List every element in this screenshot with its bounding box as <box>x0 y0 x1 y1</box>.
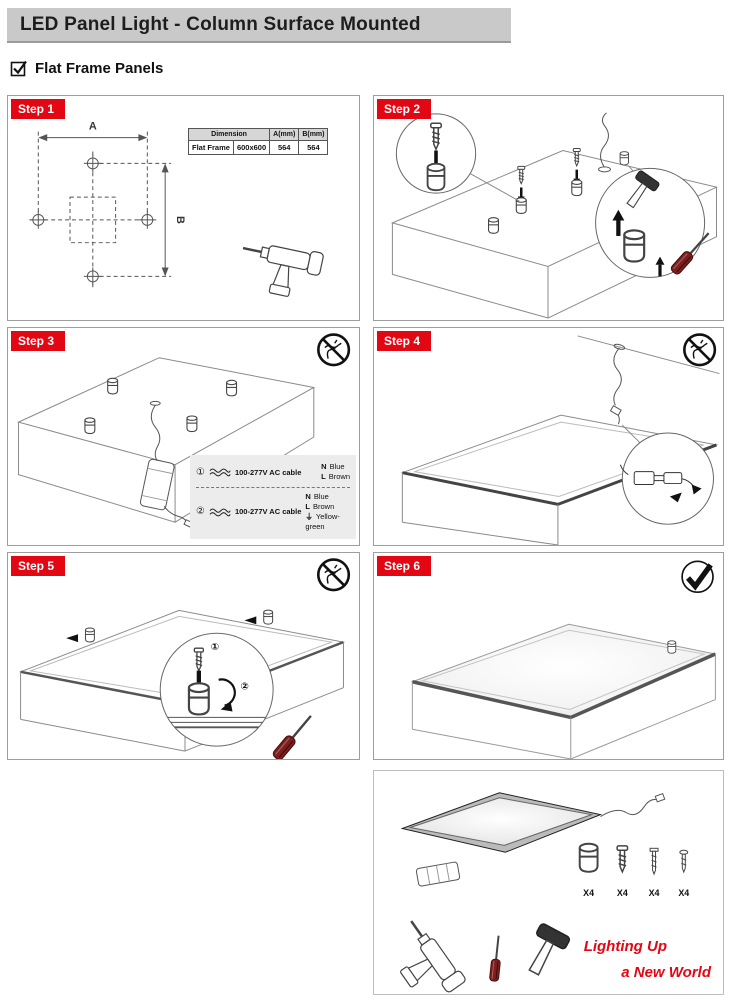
checkbox-icon <box>10 60 27 77</box>
cable-connector <box>654 792 666 803</box>
count-anchor: X4 <box>583 888 594 898</box>
step-1-badge: Step 1 <box>11 99 66 119</box>
cable-spec-label: 100-277V AC cable <box>234 507 302 517</box>
step-5-badge: Step 5 <box>11 556 66 576</box>
connector-detail <box>619 464 702 503</box>
row-name: Flat Frame <box>188 140 234 155</box>
accessory-screw-short-icon <box>679 849 689 874</box>
step-4-panel: Step 4 <box>373 327 724 546</box>
anchor-icon <box>667 640 677 654</box>
hammer-icon <box>518 921 572 981</box>
step-2-diagram <box>390 112 718 319</box>
step-1-panel: Step 1 Dimension A(mm) B(mm) Flat Frame … <box>7 95 360 321</box>
drill-icon <box>233 235 326 304</box>
driver-box <box>139 458 175 511</box>
step-6-diagram <box>410 553 718 759</box>
anchor-icon <box>263 609 274 625</box>
col-a: A(mm) <box>269 128 300 141</box>
cable-icon <box>209 468 231 477</box>
dimension-arrows <box>38 134 169 277</box>
no-power-icon <box>683 333 717 367</box>
brand-slogan: Lighting Up a New World <box>584 934 711 987</box>
magnifier-circle-left <box>395 113 520 202</box>
screwdriver-icon <box>270 711 317 759</box>
driver-box <box>415 861 461 887</box>
count-bolt: X4 <box>617 888 628 898</box>
accessory-screw-long-icon <box>649 847 659 876</box>
step-3-panel: Step 3 ① <box>7 327 360 546</box>
magnifier-circle-right <box>595 165 714 278</box>
dimension-table: Dimension A(mm) B(mm) Flat Frame 600x600… <box>187 128 329 155</box>
wall-lines <box>401 472 559 545</box>
panel-cable <box>600 798 659 818</box>
no-power-icon <box>317 333 351 367</box>
count-screw-short: X4 <box>678 888 689 898</box>
anchor-icon <box>84 627 95 643</box>
mounted-panel <box>410 623 718 720</box>
package-diagram: X4 X4 X4 X4 <box>378 792 689 994</box>
subtitle: Flat Frame Panels <box>35 59 164 77</box>
step-5-panel: Step 5 <box>7 552 360 760</box>
package-contents-panel: X4 X4 X4 X4 Lighting Up a New World <box>373 770 724 995</box>
power-cable <box>598 112 611 173</box>
step-6-panel: Step 6 <box>373 552 724 760</box>
cable-spec-label: 100-277V AC cable <box>234 467 302 477</box>
step-4-badge: Step 4 <box>377 331 432 351</box>
ground-wire: ⏚Yellow-green <box>305 511 340 531</box>
count-screw-long: X4 <box>649 888 660 898</box>
magnifier-circle <box>619 424 714 525</box>
step-4-diagram <box>400 333 720 545</box>
magnifier-circle: ① ② <box>159 632 274 747</box>
step-2-badge: Step 2 <box>377 99 432 119</box>
no-power-icon <box>316 558 351 592</box>
power-cable <box>609 343 626 425</box>
drill-icon <box>378 913 468 994</box>
page-title: LED Panel Light - Column Surface Mounted <box>20 13 421 35</box>
step-5-diagram: ① ② <box>18 558 351 759</box>
mounting-holes <box>29 154 157 286</box>
option-2-number: ② <box>196 506 205 518</box>
accessory-bolt-icon <box>616 845 629 873</box>
dimension-b-label: B <box>174 216 186 224</box>
screwdriver-icon <box>488 934 505 983</box>
ground-symbol: ⏚ <box>305 511 313 521</box>
cable-icon <box>209 508 231 517</box>
led-panel <box>400 792 603 853</box>
row-size: 600x600 <box>232 140 271 155</box>
dimension-a-label: A <box>89 121 97 133</box>
option-1-number: ① <box>196 466 205 478</box>
step-3-diagram <box>17 333 351 529</box>
callout-2: ② <box>240 682 248 693</box>
row-b-value: 564 <box>298 140 329 155</box>
step-6-badge: Step 6 <box>377 556 432 576</box>
col-dimension: Dimension <box>187 128 271 141</box>
step-2-panel: Step 2 <box>373 95 724 321</box>
wall-lines <box>411 654 716 759</box>
subtitle-row: Flat Frame Panels <box>10 59 163 77</box>
slogan-line-2: a New World <box>621 963 711 981</box>
slogan-line-1: Lighting Up <box>583 937 667 955</box>
header-bar: LED Panel Light - Column Surface Mounted <box>7 8 511 43</box>
accessory-anchor-icon <box>578 842 599 873</box>
col-b: B(mm) <box>298 128 329 141</box>
check-icon <box>682 561 713 592</box>
step-3-badge: Step 3 <box>11 331 66 351</box>
callout-1: ① <box>211 642 219 653</box>
row-a-value: 564 <box>269 140 300 155</box>
step-1-diagram: A B <box>29 121 326 304</box>
